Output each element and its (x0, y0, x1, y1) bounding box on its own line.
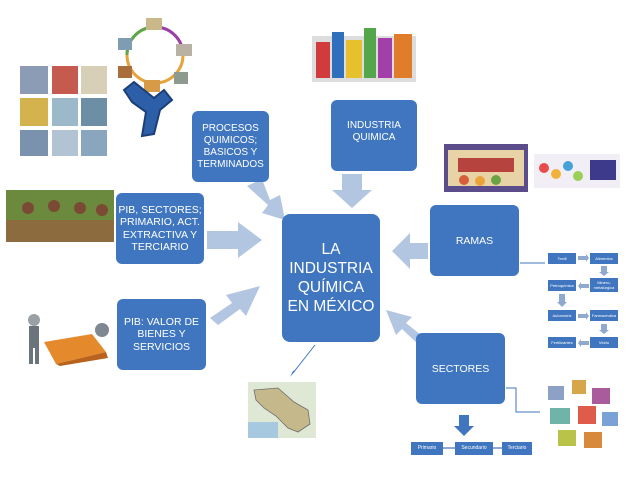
industrial-products-image (20, 66, 107, 156)
arrow-pib-sectores (207, 222, 262, 258)
line-center-map (292, 344, 316, 374)
node-pib-valor-label: PIB: VALOR DE BIENES Y SERVICIOS (123, 315, 200, 353)
node-pib-sectores[interactable]: PIB, SECTORES; PRIMARIO, ACT. EXTRACTIVA… (116, 193, 204, 264)
node-ramas-label: RAMAS (455, 234, 494, 247)
ramas-item: Farmacéutica (590, 310, 618, 321)
mexico-map-image (248, 382, 316, 438)
node-industria-quimica[interactable]: INDUSTRIA QUIMICA (331, 100, 417, 171)
sectores-item: Secundario (455, 442, 493, 455)
blue-t-arrow-image (122, 80, 174, 138)
workers-field-image (6, 190, 114, 242)
sectores-item: Terciario (502, 442, 532, 455)
node-pib-valor[interactable]: PIB: VALOR DE BIENES Y SERVICIOS (117, 299, 206, 370)
node-sectores[interactable]: SECTORES (416, 333, 505, 404)
node-procesos[interactable]: PROCESOS QUIMICOS; BASICOS Y TERMINADOS (192, 111, 269, 182)
chemical-products-collage-image (312, 28, 416, 82)
worker-pushing-image (28, 314, 109, 366)
node-ramas[interactable]: RAMAS (430, 205, 519, 276)
ramas-item: Alimentos (590, 253, 618, 264)
arrow-pib-valor (210, 286, 260, 325)
ramas-item: Automotriz (548, 310, 576, 321)
ramas-item: Fertilizantes (548, 337, 576, 348)
node-industria-label: INDUSTRIA QUIMICA (347, 120, 401, 143)
center-node-label: LA INDUSTRIA QUÍMICA EN MÉXICO (287, 241, 375, 315)
node-sectores-label: SECTORES (431, 362, 490, 375)
ramas-item: Petroquímica (548, 280, 576, 291)
sectores-item: Primario (411, 442, 443, 455)
industria-alimentaria-image (444, 144, 528, 192)
ramas-item: Minero-metalúrgica (590, 278, 618, 292)
arrow-procesos (247, 179, 285, 220)
line-sectores-picture (506, 387, 540, 413)
industria-farmaceutica-image (534, 154, 620, 188)
node-pib-sectores-label: PIB, SECTORES; PRIMARIO, ACT. EXTRACTIVA… (118, 203, 202, 254)
arrow-industria (332, 174, 372, 208)
chemical-equipment-image (548, 380, 618, 448)
node-procesos-label: PROCESOS QUIMICOS; BASICOS Y TERMINADOS (197, 122, 264, 170)
arrow-ramas (392, 233, 428, 269)
chemistry-cycle-image (118, 18, 192, 92)
ramas-item: Vidrio (590, 337, 618, 348)
center-node[interactable]: LA INDUSTRIA QUÍMICA EN MÉXICO (282, 214, 380, 342)
ramas-item: Textil (548, 253, 576, 264)
